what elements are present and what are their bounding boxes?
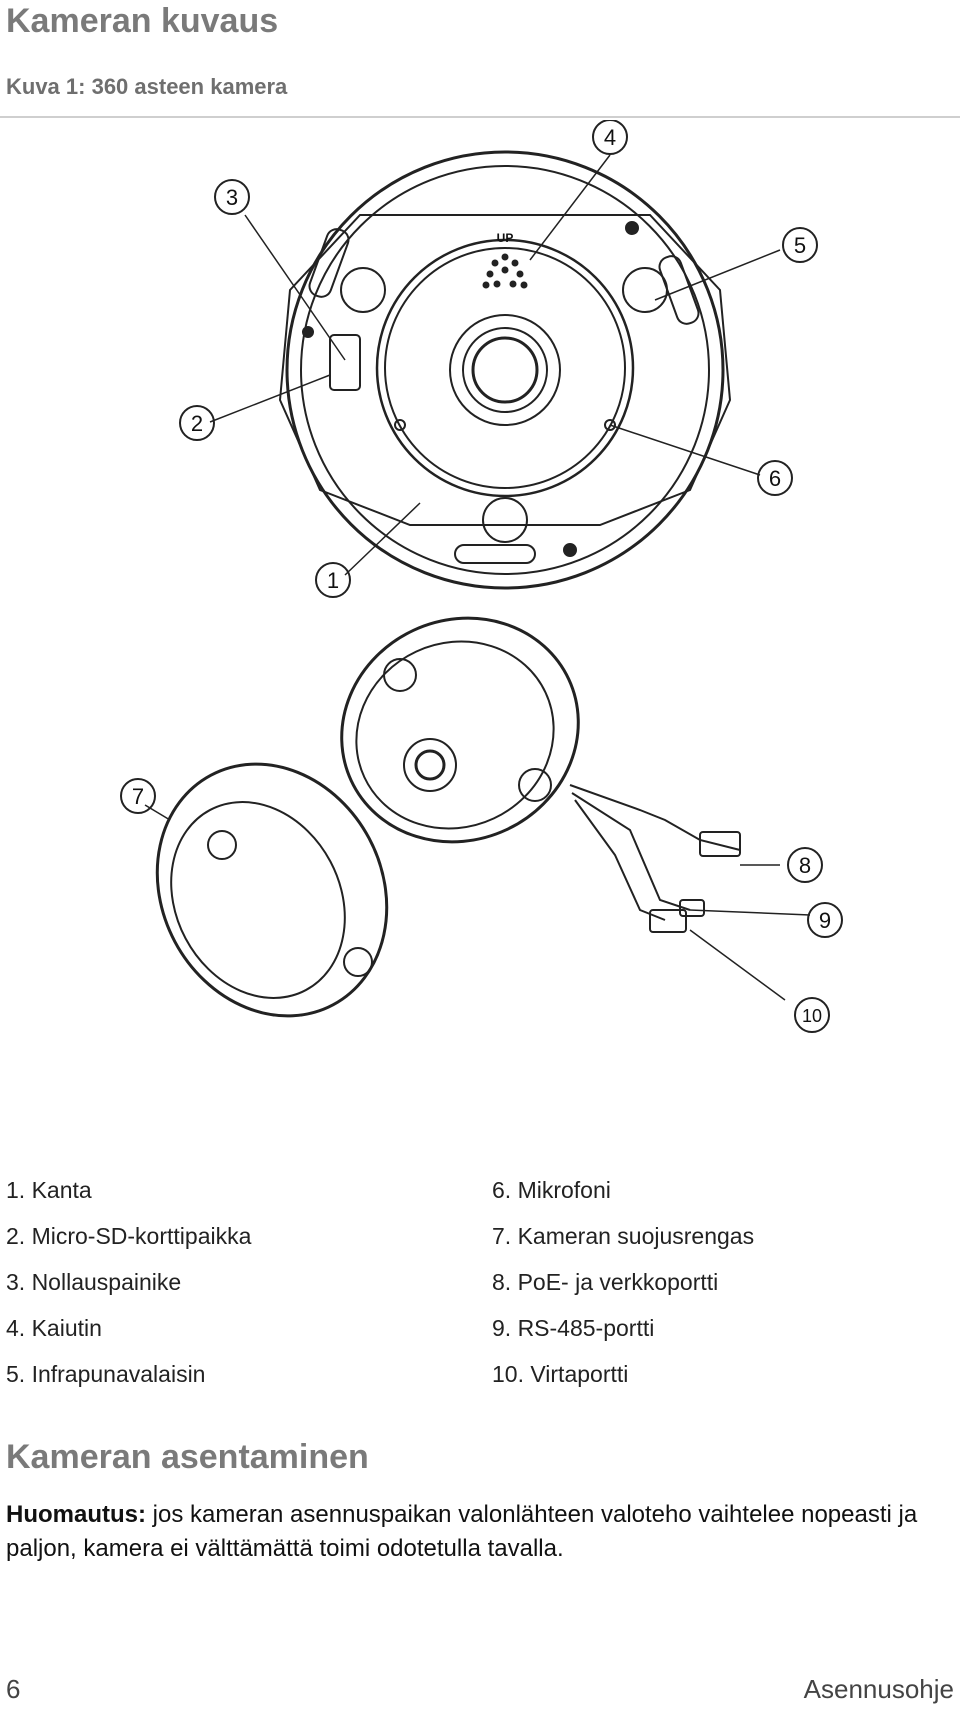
callout-4: 4 (604, 125, 616, 150)
note-text: jos kameran asennuspaikan valonlähteen v… (6, 1501, 918, 1562)
section-title: Kameran asentaminen (6, 1438, 369, 1476)
legend-item: 5. Infrapunavalaisin (6, 1361, 206, 1387)
note-paragraph: Huomautus: jos kameran asennuspaikan val… (6, 1498, 946, 1566)
legend-item: 1. Kanta (6, 1177, 92, 1203)
callout-3: 3 (226, 185, 238, 210)
page-title: Kameran kuvaus (6, 2, 279, 40)
document-name: Asennusohje (803, 1674, 954, 1704)
callout-7: 7 (132, 784, 144, 809)
callout-9: 9 (819, 908, 831, 933)
legend-item: 8. PoE- ja verkkoportti (492, 1269, 719, 1295)
callout-8: 8 (799, 853, 811, 878)
microphone-holes (482, 253, 528, 289)
legend-item: 3. Nollauspainike (6, 1269, 182, 1295)
legend-right-column: 6. Mikrofoni 7. Kameran suojusrengas 8. … (492, 1172, 754, 1402)
camera-top-view (278, 150, 732, 590)
legend-item: 10. Virtaportti (492, 1361, 629, 1387)
page-number: 6 (6, 1674, 21, 1704)
legend-left-column: 1. Kanta 2. Micro-SD-korttipaikka 3. Nol… (6, 1172, 251, 1402)
legend-item: 2. Micro-SD-korttipaikka (6, 1223, 252, 1249)
up-marking: UP (497, 231, 514, 245)
callout-10: 10 (802, 1006, 822, 1026)
cover-ring (155, 762, 389, 1018)
legend-item: 7. Kameran suojusrengas (492, 1223, 755, 1249)
legend-item: 4. Kaiutin (6, 1315, 102, 1341)
callouts (120, 119, 843, 1033)
figure-caption: Kuva 1: 360 asteen kamera (6, 74, 288, 99)
camera-diagram-svg: 1 2 3 4 5 6 7 8 9 10 UP (120, 119, 843, 1033)
callout-1: 1 (327, 568, 339, 593)
legend-item: 9. RS-485-portti (492, 1315, 655, 1341)
camera-diagram: 1 2 3 4 5 6 7 8 9 10 UP (0, 119, 960, 1140)
callout-2: 2 (191, 411, 203, 436)
callout-5: 5 (794, 233, 806, 258)
leader-lines (144, 154, 811, 1001)
camera-angled-view (340, 616, 741, 933)
legend-item: 6. Mikrofoni (492, 1177, 611, 1203)
callout-6: 6 (769, 466, 781, 491)
divider (0, 116, 960, 118)
note-label: Huomautus: (6, 1501, 146, 1528)
